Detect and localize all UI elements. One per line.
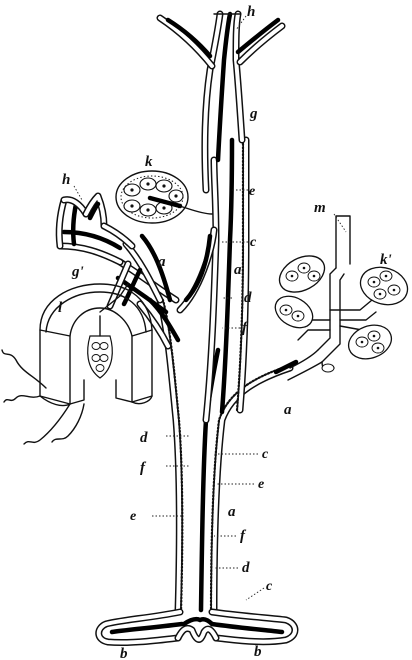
label-f3: f	[240, 528, 247, 544]
label-c1: c	[250, 235, 257, 250]
label-e1: e	[249, 184, 255, 199]
label-d1: d	[244, 290, 252, 306]
label-k-prime: k'	[380, 252, 392, 268]
label-c2: c	[262, 447, 269, 462]
label-f2: f	[140, 460, 147, 476]
medusa-bud-l	[2, 284, 152, 444]
label-e3: e	[130, 509, 136, 524]
label-g: g	[249, 106, 258, 122]
label-a2: a	[234, 262, 242, 278]
label-d2: d	[140, 430, 148, 446]
gonophore-k-prime	[270, 216, 412, 380]
label-a4: a	[228, 504, 236, 520]
label-b2: b	[254, 644, 262, 660]
label-e2: e	[258, 477, 264, 492]
label-b1: b	[120, 646, 128, 660]
gonophore-k	[116, 171, 212, 223]
stolon-base	[99, 612, 295, 643]
label-l: l	[58, 300, 63, 316]
label-h-left: h	[62, 172, 70, 188]
label-a3: a	[284, 402, 292, 418]
label-g-prime: g'	[71, 264, 84, 280]
label-c3: c	[266, 579, 273, 594]
label-k: k	[145, 154, 153, 170]
label-m: m	[314, 200, 326, 216]
label-h-top: h	[247, 4, 255, 20]
label-d3: d	[242, 560, 250, 576]
label-a1: a	[158, 254, 166, 270]
